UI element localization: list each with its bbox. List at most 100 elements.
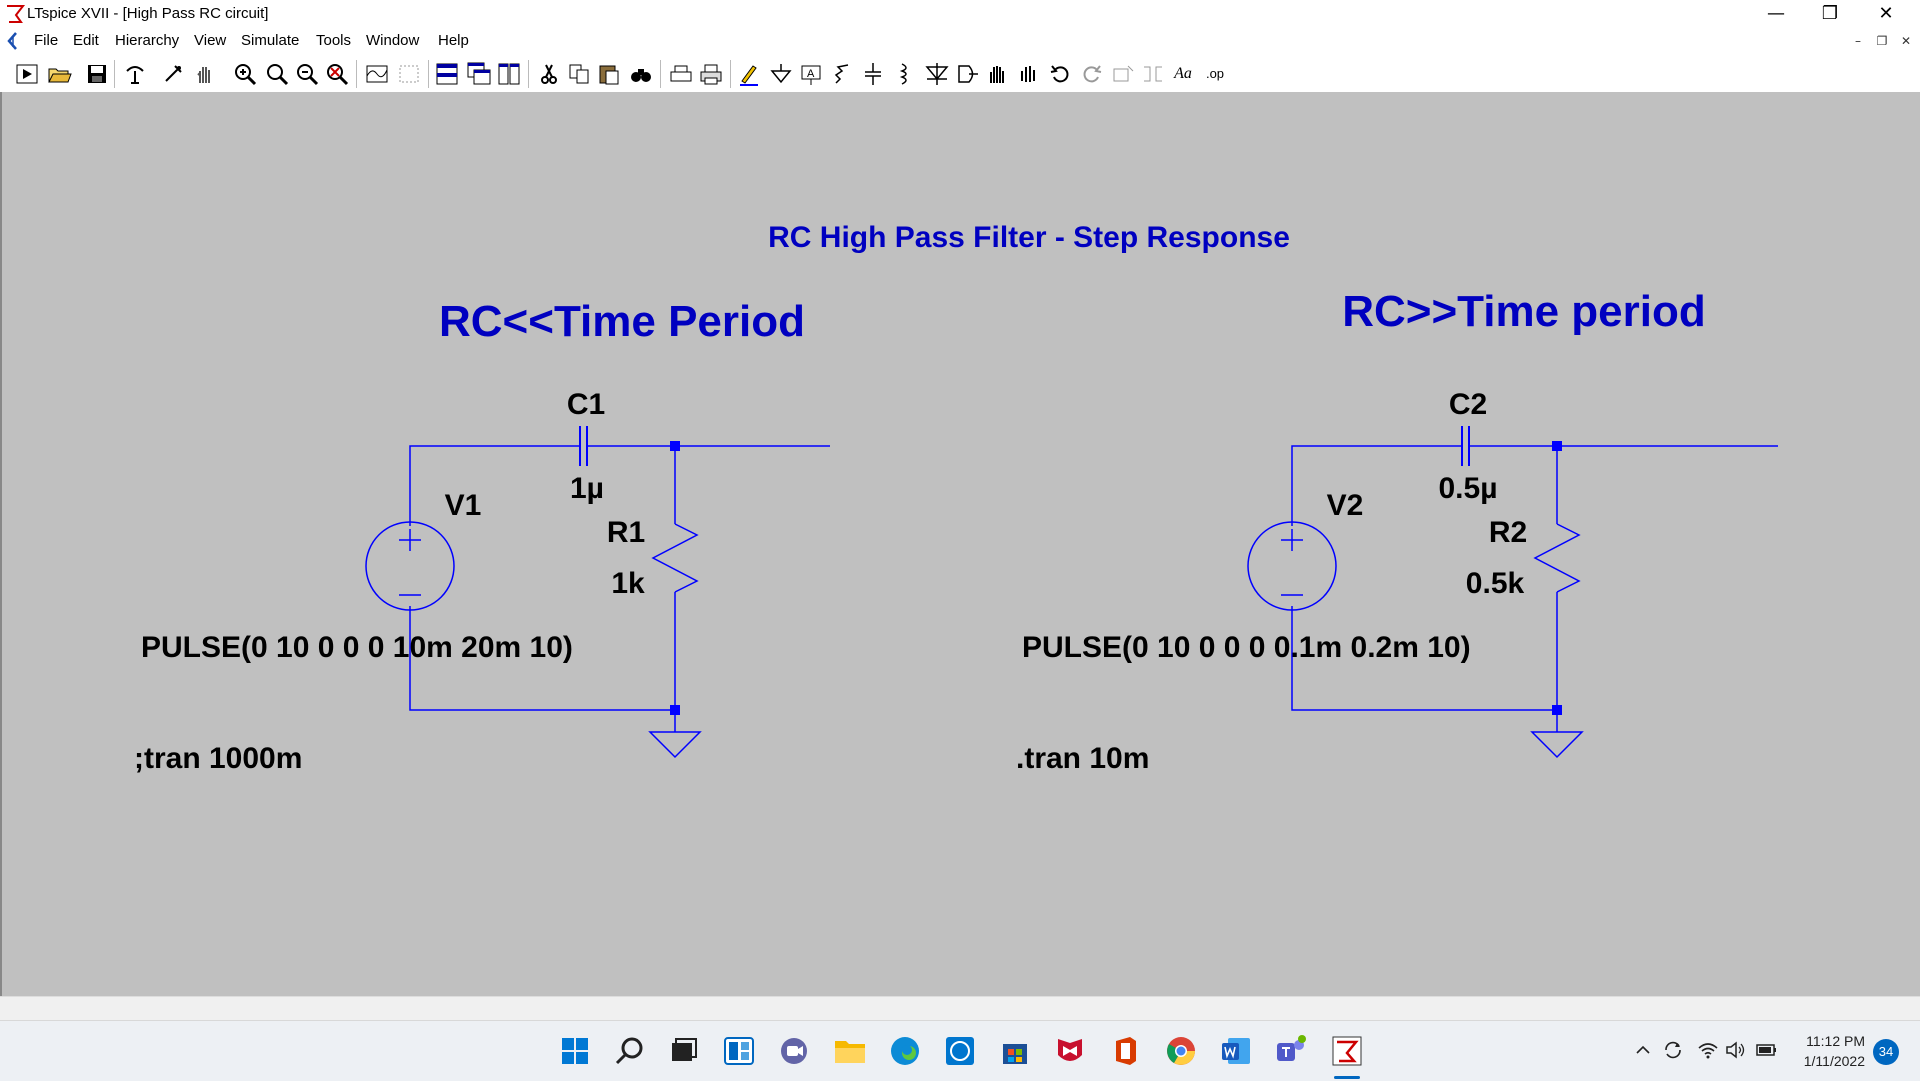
volume-icon[interactable] [1724, 1039, 1746, 1061]
menu-simulate[interactable]: Simulate [241, 32, 300, 49]
r1-label[interactable]: R1 [607, 516, 645, 549]
chrome-icon[interactable] [1163, 1033, 1199, 1069]
menu-tools[interactable]: Tools [316, 32, 352, 49]
mirror-icon[interactable] [1140, 61, 1166, 87]
autorange-icon[interactable] [364, 61, 390, 87]
find-icon[interactable] [628, 61, 654, 87]
minimize-button[interactable]: — [1767, 3, 1785, 24]
menu-hierarchy[interactable]: Hierarchy [115, 32, 180, 49]
menu-window[interactable]: Window [366, 32, 420, 49]
battery-icon[interactable] [1754, 1039, 1778, 1061]
wire[interactable] [409, 606, 676, 732]
voltage-source-v2[interactable] [1247, 521, 1337, 611]
sync-icon[interactable] [1662, 1039, 1684, 1061]
mcafee-icon[interactable] [1052, 1033, 1088, 1069]
word-icon[interactable] [1218, 1033, 1254, 1069]
control-panel-icon[interactable] [122, 61, 148, 87]
task-view-icon[interactable] [666, 1033, 702, 1069]
component-icon[interactable] [954, 61, 980, 87]
office-icon[interactable] [1108, 1033, 1144, 1069]
document-menu-icon[interactable] [2, 30, 24, 52]
right-spice-directive[interactable]: .tran 10m [1016, 742, 1149, 775]
zoom-out-icon[interactable] [294, 61, 320, 87]
resistor-r2[interactable] [1533, 523, 1581, 593]
ground-icon[interactable] [768, 61, 794, 87]
menu-view[interactable]: View [194, 32, 227, 49]
ltspice-app-icon[interactable] [4, 3, 26, 25]
cut-icon[interactable] [536, 61, 562, 87]
ground-symbol[interactable] [648, 731, 702, 759]
c1-label[interactable]: C1 [567, 388, 605, 421]
capacitor-c2[interactable] [1461, 426, 1470, 466]
drag-icon[interactable] [1016, 61, 1042, 87]
wire[interactable] [1291, 445, 1462, 526]
label-net-icon[interactable]: A [798, 61, 824, 87]
r2-label[interactable]: R2 [1489, 516, 1527, 549]
c1-value[interactable]: 1µ [570, 472, 604, 505]
search-icon[interactable] [612, 1033, 648, 1069]
tile-horizontal-icon[interactable] [434, 61, 460, 87]
open-icon[interactable] [46, 61, 72, 87]
resistor-icon[interactable] [830, 61, 856, 87]
run-probe-icon[interactable] [160, 61, 186, 87]
mdi-restore-button[interactable]: ❐ [1876, 34, 1888, 48]
zoom-area-icon[interactable] [264, 61, 290, 87]
tile-vertical-icon[interactable] [496, 61, 522, 87]
chevron-up-icon[interactable] [1634, 1041, 1652, 1059]
c2-value[interactable]: 0.5µ [1439, 472, 1498, 505]
schematic-canvas[interactable]: RC High Pass Filter - Step Response RC<<… [0, 92, 1920, 996]
pan-icon[interactable] [192, 61, 218, 87]
left-spice-directive[interactable]: ;tran 1000m [134, 742, 302, 775]
system-clock[interactable]: 11:12 PM 1/11/2022 [1795, 1031, 1865, 1071]
rotate-icon[interactable] [1110, 61, 1136, 87]
menu-edit[interactable]: Edit [73, 32, 99, 49]
redo-icon[interactable] [1078, 61, 1104, 87]
teams-chat-icon[interactable] [776, 1033, 812, 1069]
menu-help[interactable]: Help [438, 32, 469, 49]
mdi-minimize-button[interactable]: – [1855, 34, 1861, 48]
paste-icon[interactable] [596, 61, 622, 87]
zoom-in-icon[interactable] [232, 61, 258, 87]
resistor-r1[interactable] [651, 523, 699, 593]
spice-directive-icon[interactable]: .op [1205, 66, 1225, 81]
v2-label[interactable]: V2 [1327, 489, 1364, 522]
v2-value[interactable]: PULSE(0 10 0 0 0 0.1m 0.2m 10) [1022, 631, 1471, 664]
wire[interactable] [1291, 606, 1558, 732]
v1-label[interactable]: V1 [445, 489, 482, 522]
save-icon[interactable] [84, 61, 110, 87]
horizontal-scrollbar[interactable] [0, 996, 1920, 1021]
print-setup-icon[interactable] [668, 61, 694, 87]
capacitor-c1[interactable] [579, 426, 588, 466]
c2-label[interactable]: C2 [1449, 388, 1487, 421]
store-icon[interactable] [997, 1033, 1033, 1069]
undo-icon[interactable] [1048, 61, 1074, 87]
cascade-icon[interactable] [466, 61, 492, 87]
edge-icon[interactable] [887, 1033, 923, 1069]
zoom-extents-icon[interactable] [396, 61, 422, 87]
ground-symbol[interactable] [1530, 731, 1584, 759]
diode-icon[interactable] [924, 61, 950, 87]
print-icon[interactable] [698, 61, 724, 87]
widgets-icon[interactable] [721, 1033, 757, 1069]
r1-value[interactable]: 1k [611, 567, 645, 600]
inductor-icon[interactable] [890, 61, 916, 87]
notification-badge[interactable]: 34 [1873, 1039, 1899, 1065]
run-icon[interactable] [14, 61, 40, 87]
wire[interactable] [409, 445, 580, 526]
mdi-close-button[interactable]: ✕ [1900, 34, 1912, 48]
windows-start-icon[interactable] [557, 1033, 593, 1069]
text-icon[interactable]: Aa [1174, 65, 1192, 82]
copy-icon[interactable] [566, 61, 592, 87]
dell-icon[interactable] [942, 1033, 978, 1069]
restore-button[interactable]: ❐ [1821, 3, 1839, 24]
ltspice-icon[interactable] [1329, 1033, 1365, 1069]
v1-value[interactable]: PULSE(0 10 0 0 0 10m 20m 10) [141, 631, 573, 664]
wifi-icon[interactable] [1697, 1039, 1719, 1061]
zoom-fit-icon[interactable] [324, 61, 350, 87]
draw-wire-icon[interactable] [736, 61, 762, 87]
teams-icon[interactable] [1273, 1033, 1309, 1069]
menu-file[interactable]: File [34, 32, 59, 49]
r2-value[interactable]: 0.5k [1466, 567, 1525, 600]
move-icon[interactable] [984, 61, 1010, 87]
close-button[interactable]: ✕ [1878, 3, 1894, 24]
